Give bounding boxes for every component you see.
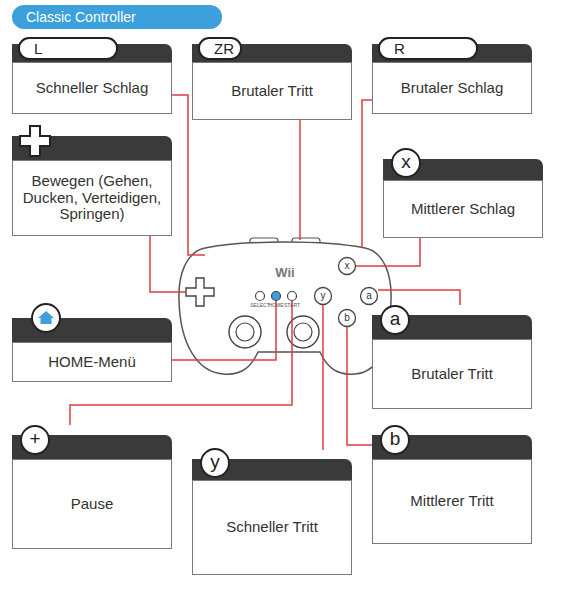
callout-body: Schneller Schlag [12,62,172,114]
leader-line [172,301,276,360]
callout-box: + Pause [12,425,172,549]
callout-box: HOME-Menü [12,308,172,382]
plus-button [288,292,297,301]
home-circle [32,304,60,332]
right-stick-cap [294,323,312,341]
button-name: R [394,40,405,57]
callout-body: Pause [12,459,172,549]
leader-line [362,100,372,248]
callout-box: L Schneller Schlag [12,36,172,114]
button-circle: x [391,148,421,178]
dpad-symbol [186,278,214,306]
action-text: Brutaler Schlag [401,80,504,97]
title-text: Classic Controller [26,9,136,25]
action-text: Mittlerer Schlag [411,201,515,218]
action-text: Mittlerer Tritt [410,493,493,510]
action-text: Pause [71,496,114,513]
button-circle: y [200,448,230,478]
left-stick [229,316,261,348]
callout-box: ySchneller Tritt [192,450,352,575]
controller-label: HOME [269,302,284,308]
callout-body: Brutaler Schlag [372,62,532,114]
home-icon [30,302,62,334]
leader-line [378,290,460,305]
callout-box: bMittlerer Tritt [372,425,532,544]
action-text: Brutaler Tritt [411,366,493,383]
button-name: y [210,452,220,471]
button-name: b [390,429,401,448]
button-tab: L [18,37,118,60]
button-name: ZR [214,40,234,57]
button-circle: a [380,305,410,335]
left-stick-cap [236,323,254,341]
callout-box: xMittlerer Schlag [383,150,543,238]
callout-body: Mittlerer Schlag [383,180,543,238]
controller-label: a [366,290,372,301]
callout-body: HOME-Menü [12,342,172,382]
button-name: + [29,429,40,448]
callout-body: Schneller Tritt [192,480,352,575]
callout-body: Bewegen (Gehen, Ducken, Verteidigen, Spr… [12,160,172,236]
controller-outline [179,242,391,374]
dpad-shape [20,126,50,156]
dpad-icon [18,124,52,158]
a-button [361,288,378,305]
callout-box: ZR Brutaler Tritt [192,36,352,120]
action-text: Schneller Schlag [36,80,149,97]
controller-label: Wii [275,265,294,280]
callout-box: aBrutaler Tritt [372,305,532,409]
home-button [272,292,281,301]
leader-line [347,327,372,445]
button-tab: ZR [198,37,242,60]
leader-line [356,238,420,266]
button-circle: b [380,425,410,455]
controller-label: b [344,312,350,323]
callout-box: Bewegen (Gehen, Ducken, Verteidigen, Spr… [12,126,172,236]
title-band: Classic Controller [12,5,222,29]
controller-label: SELECT [250,302,269,308]
callout-body: Brutaler Tritt [192,62,352,120]
minus-button [256,292,265,301]
button-name: L [34,40,42,57]
button-name: a [390,309,401,328]
callout-body: Mittlerer Tritt [372,459,532,544]
button-circle: + [20,425,50,455]
callout-body: Brutaler Tritt [372,339,532,409]
b-button [339,310,356,327]
x-button [339,258,356,275]
action-text: Brutaler Tritt [231,83,313,100]
button-name: x [401,152,411,171]
callout-box: R Brutaler Schlag [372,36,532,114]
action-text: HOME-Menü [48,354,136,371]
controller-label: START [284,302,300,308]
home-house [38,311,54,324]
controller-label: y [321,290,326,301]
action-text: Bewegen (Gehen, Ducken, Verteidigen, Spr… [19,173,165,223]
action-text: Schneller Tritt [226,519,318,536]
controller-label: x [345,260,350,271]
leader-line [299,120,301,240]
button-tab: R [378,37,478,60]
leader-line [322,305,324,450]
leader-line [150,236,186,292]
y-button [315,288,332,305]
